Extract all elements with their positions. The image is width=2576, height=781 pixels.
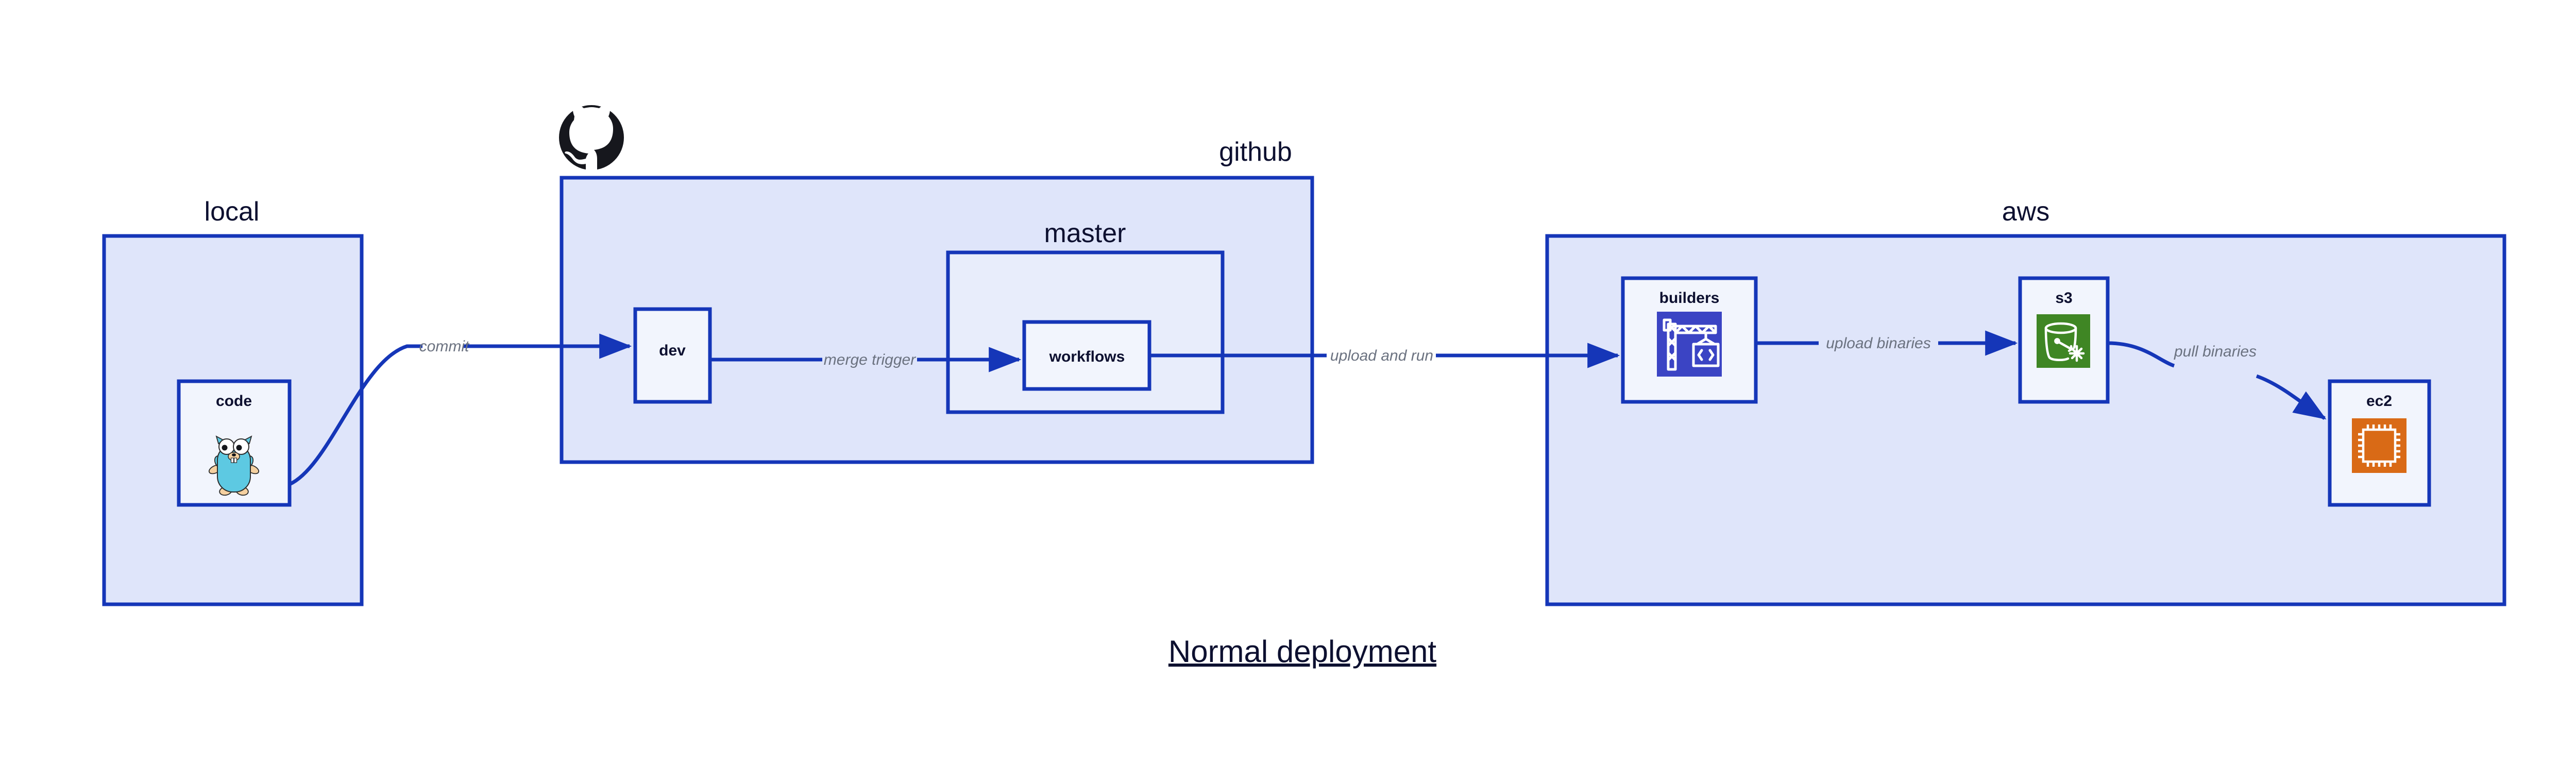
edge-path-pullbin-out xyxy=(2256,374,2327,420)
node-label-code: code xyxy=(216,393,252,410)
edge-merge-trigger: merge trigger xyxy=(710,347,1022,372)
edge-label-pull-binaries: pull binaries xyxy=(2174,343,2257,360)
diagram-title: Normal deployment xyxy=(1168,634,1437,669)
edge-upload-binaries: upload binaries xyxy=(1756,330,2018,356)
edge-label-upload-and-run: upload and run xyxy=(1330,347,1433,364)
group-label-master: master xyxy=(1044,218,1126,248)
node-dev[interactable]: dev xyxy=(633,307,712,404)
github-octocat-icon xyxy=(559,104,624,173)
node-label-ec2: ec2 xyxy=(2366,393,2392,410)
node-label-s3: s3 xyxy=(2055,290,2072,307)
aws-s3-glacier-icon xyxy=(2037,314,2090,368)
node-s3[interactable]: s3 xyxy=(2018,276,2110,404)
node-code[interactable]: code xyxy=(177,379,292,507)
group-label-aws: aws xyxy=(2002,197,2049,227)
edge-commit: commit xyxy=(289,333,632,486)
edge-label-commit: commit xyxy=(419,338,470,355)
edge-upload-and-run: upload and run xyxy=(1149,343,1620,368)
aws-ec2-icon xyxy=(2352,418,2406,473)
node-workflows[interactable]: workflows xyxy=(1022,320,1151,391)
edge-label-merge-trigger: merge trigger xyxy=(824,351,916,368)
edge-pull-binaries: pull binaries xyxy=(2107,341,2327,420)
node-ec2[interactable]: ec2 xyxy=(2328,379,2431,507)
go-gopher-icon xyxy=(208,435,260,496)
edge-path-commit-in xyxy=(289,344,422,486)
group-label-local: local xyxy=(205,197,260,227)
node-label-workflows: workflows xyxy=(1049,348,1125,365)
node-builders[interactable]: builders xyxy=(1621,276,1758,404)
group-label-github: github xyxy=(1219,137,1292,167)
node-box-dev[interactable] xyxy=(633,307,712,404)
edge-path-pullbin-in xyxy=(2107,341,2175,368)
edge-label-upload-binaries: upload binaries xyxy=(1826,335,1930,352)
aws-codebuild-icon xyxy=(1657,312,1722,377)
node-label-dev: dev xyxy=(659,342,686,359)
node-label-builders: builders xyxy=(1659,290,1720,307)
